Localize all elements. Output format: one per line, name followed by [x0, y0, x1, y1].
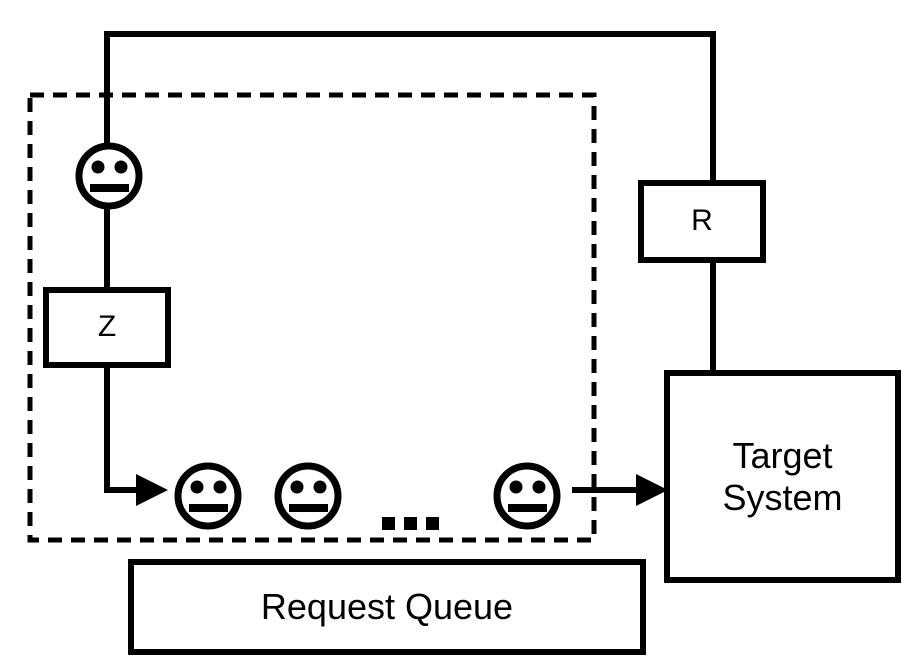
- arrowhead-z-to-queue: [136, 474, 168, 506]
- arrowhead-queue-to-target: [636, 474, 668, 506]
- z-box[interactable]: [43, 287, 171, 368]
- queued-request-1-face-icon: [174, 462, 242, 530]
- test-harness-boundary: [27, 92, 597, 543]
- connector-z-to-queue: [104, 365, 140, 493]
- controller-user-face-icon: [75, 142, 143, 210]
- connector-feedback-top: [104, 31, 716, 183]
- queue-ellipsis-icon: [382, 517, 439, 530]
- queued-request-n-face-icon: [493, 462, 561, 530]
- r-box[interactable]: [638, 180, 766, 263]
- queued-request-2-face-icon: [274, 462, 342, 530]
- target-system-box[interactable]: [664, 370, 901, 583]
- request-queue-box[interactable]: [128, 559, 646, 655]
